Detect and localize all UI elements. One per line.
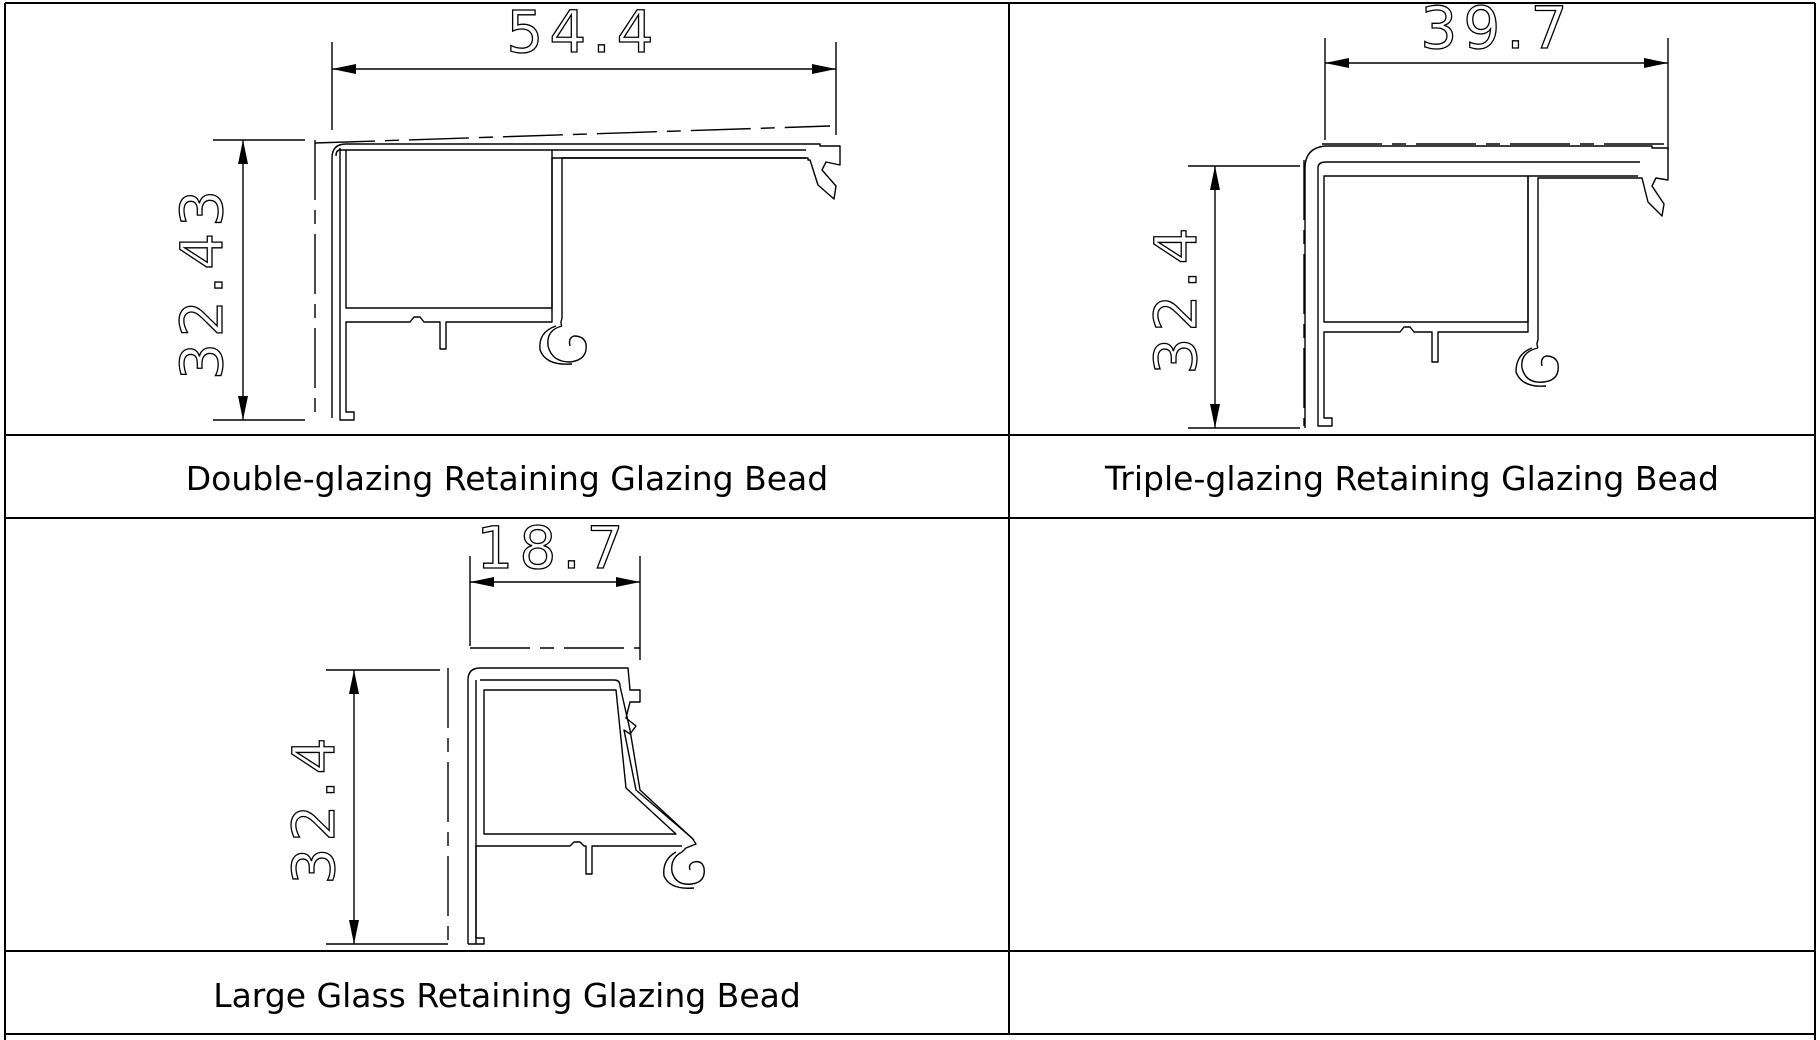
drawing-triple-glazing-bead: 39.7 32.4 [1141, 0, 1669, 429]
bead-profile-triple [1304, 145, 1669, 428]
centerline-triple [1303, 143, 1668, 426]
height-dimension-label: 32.43 [168, 184, 236, 380]
centerline-large-glass [447, 647, 640, 944]
dimension-lines-double [213, 42, 837, 421]
caption-triple-glazing: Triple-glazing Retaining Glazing Bead [1104, 459, 1719, 498]
bead-profile-large-glass [467, 667, 705, 945]
height-dimension-label: 32.4 [280, 731, 348, 884]
bead-profile-double [331, 143, 841, 421]
drawing-double-glazing-bead: 54.4 32.43 [167, 0, 841, 422]
height-dimension-label: 32.4 [1142, 221, 1210, 374]
dimension-lines-triple [1188, 38, 1669, 429]
width-dimension-label: 54.4 [506, 0, 659, 66]
caption-large-glass: Large Glass Retaining Glazing Bead [213, 976, 801, 1015]
width-dimension-label: 18.7 [476, 514, 629, 582]
drawing-large-glass-bead: 18.7 32.4 [279, 513, 705, 945]
centerline-double [314, 125, 831, 422]
dimension-lines-large-glass [326, 556, 641, 945]
table-grid [4, 2, 1816, 1040]
caption-double-glazing: Double-glazing Retaining Glazing Bead [186, 459, 828, 498]
width-dimension-label: 39.7 [1420, 0, 1573, 62]
